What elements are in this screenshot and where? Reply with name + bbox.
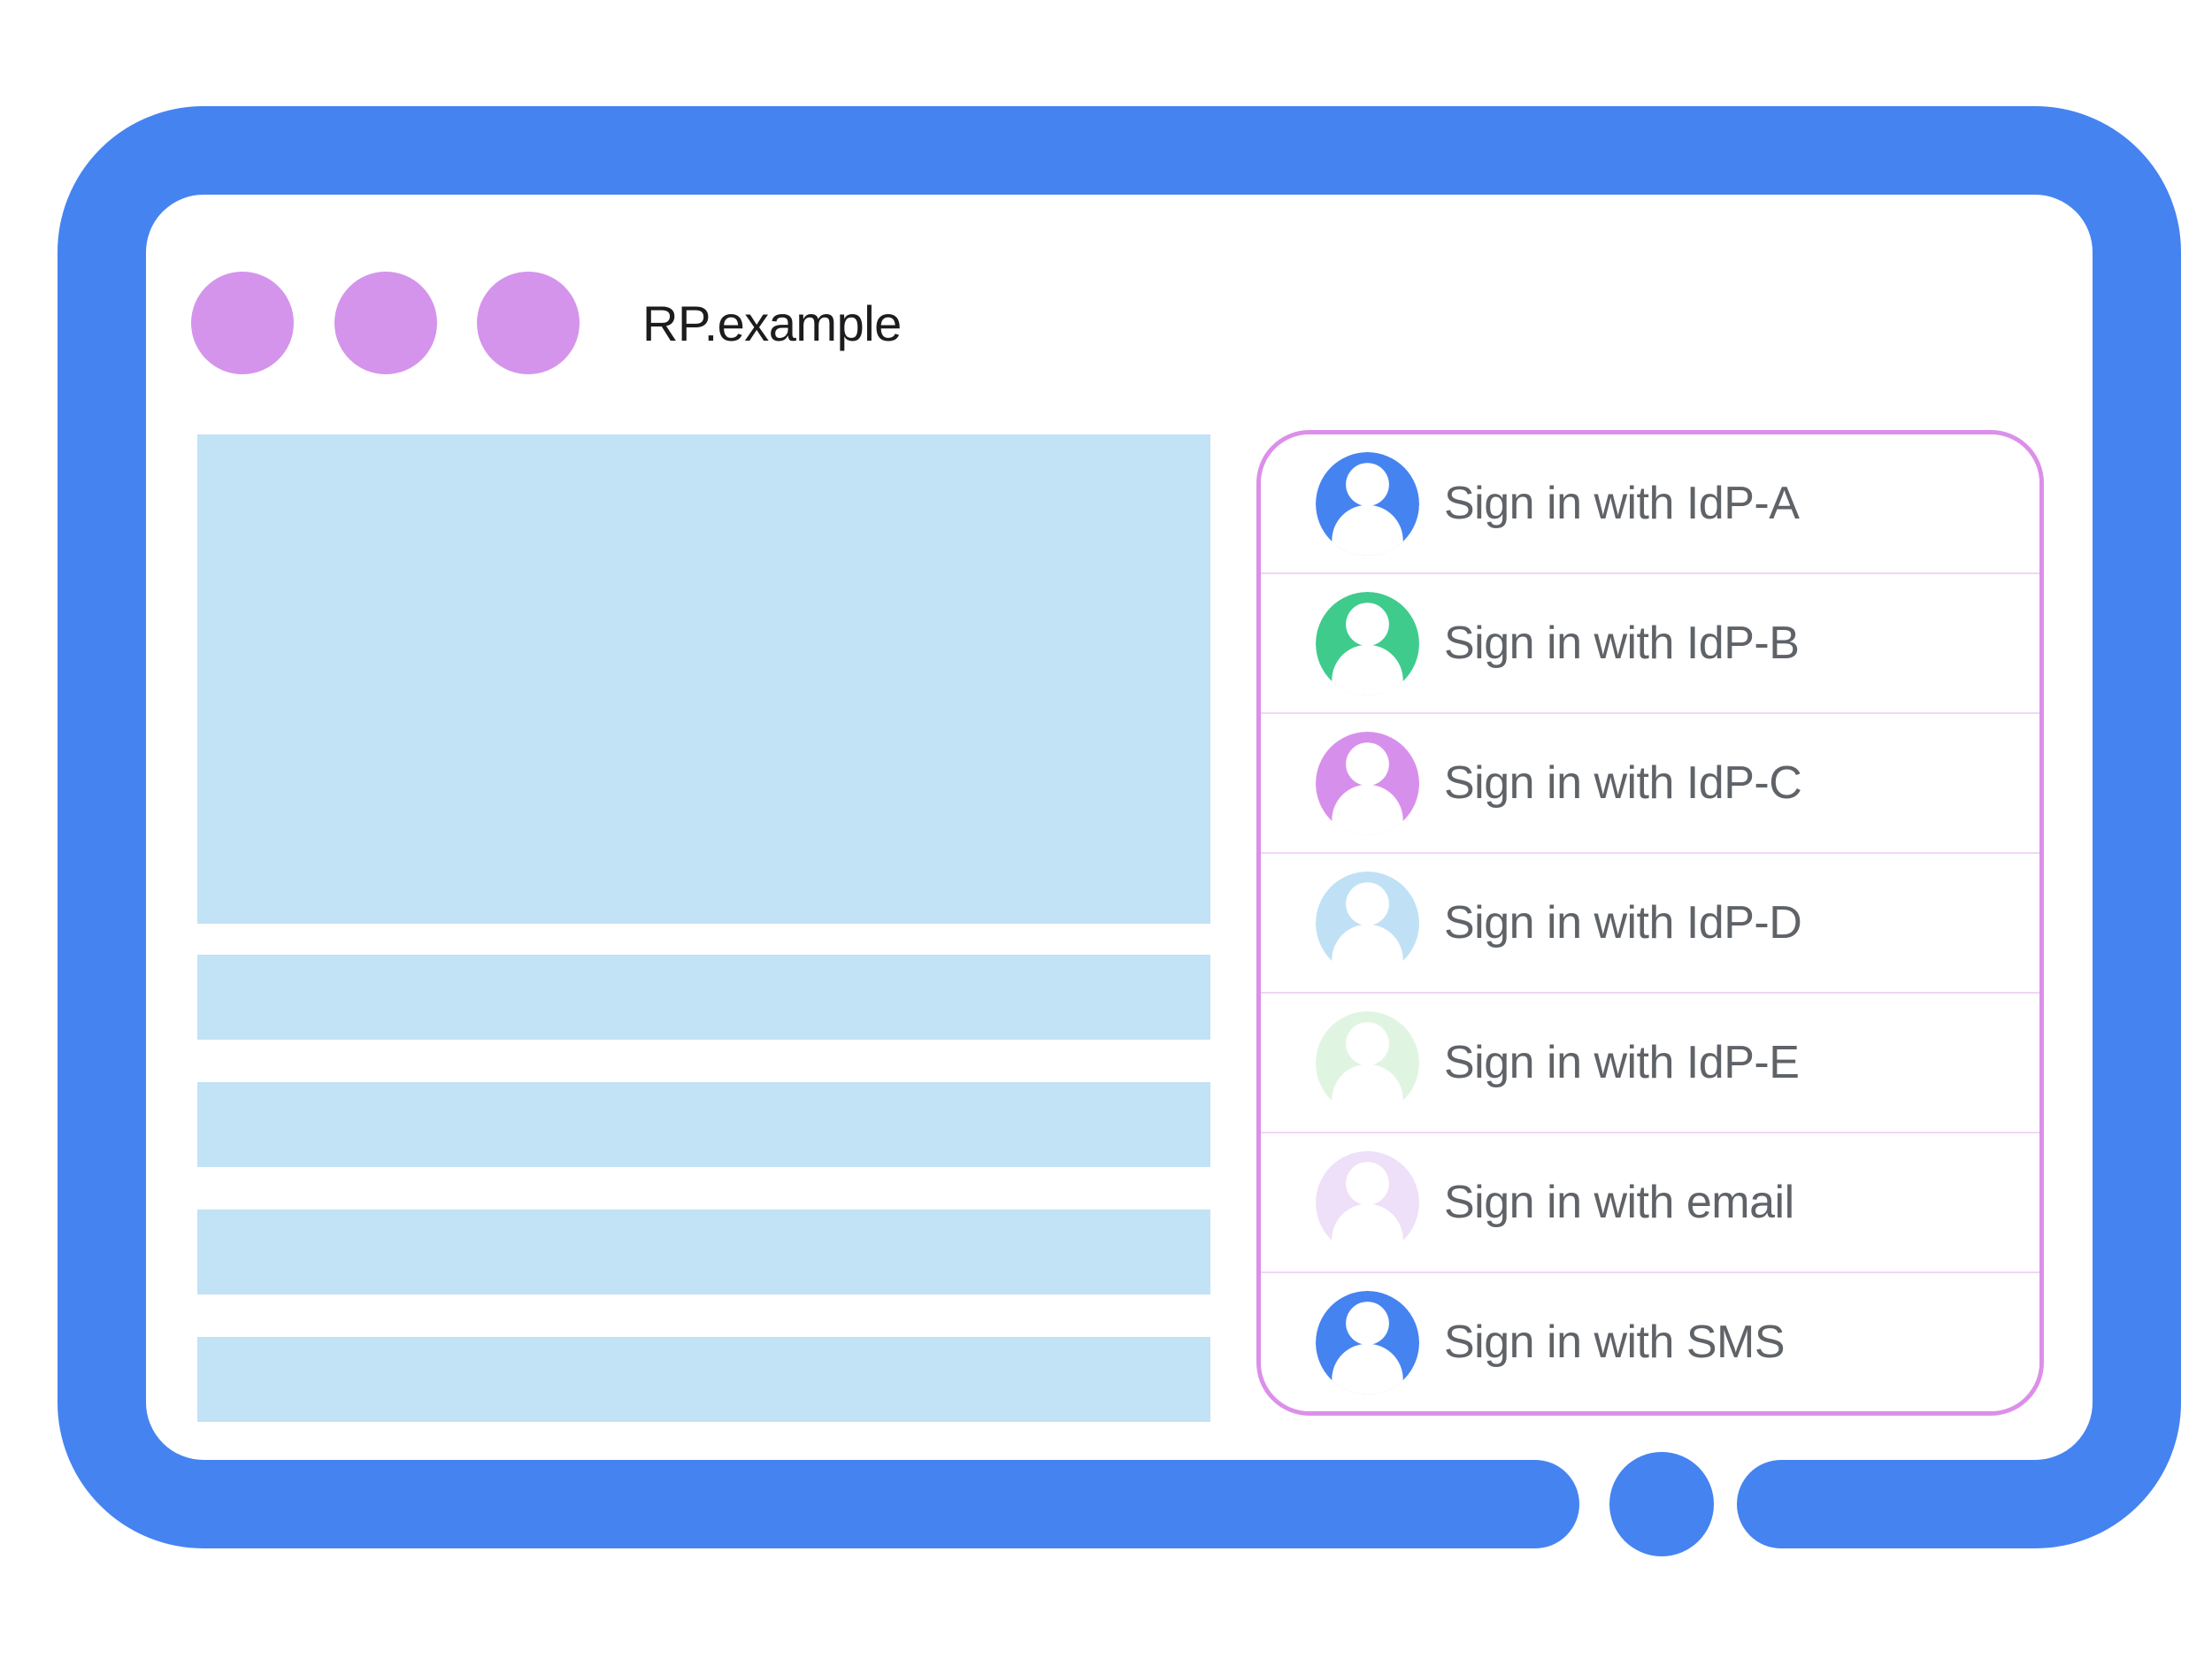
content-placeholder-line xyxy=(197,1337,1210,1422)
signin-option-label: Sign in with IdP-A xyxy=(1444,478,1800,529)
signin-option-idp-e[interactable]: Sign in with IdP-E xyxy=(1261,994,2039,1133)
signin-option-label: Sign in with IdP-E xyxy=(1444,1037,1800,1088)
user-avatar-icon xyxy=(1316,1150,1419,1255)
signin-panel: Sign in with IdP-A Sign in with IdP-B xyxy=(1256,430,2044,1416)
signin-option-label: Sign in with IdP-B xyxy=(1444,618,1800,669)
content-placeholder-line xyxy=(197,955,1210,1040)
signin-option-label: Sign in with IdP-C xyxy=(1444,757,1802,809)
user-avatar-icon xyxy=(1316,871,1419,975)
frame-bottom-right-cap xyxy=(1737,1460,1883,1548)
signin-option-label: Sign in with email xyxy=(1444,1177,1794,1228)
signin-option-sms[interactable]: Sign in with SMS xyxy=(1261,1273,2039,1411)
frame-bottom-left-cap xyxy=(1433,1460,1579,1548)
user-avatar-icon xyxy=(1316,1290,1419,1394)
content-placeholder-hero xyxy=(197,434,1210,924)
site-title: RP.example xyxy=(642,295,902,351)
window-control-dot xyxy=(334,272,437,374)
signin-option-idp-a[interactable]: Sign in with IdP-A xyxy=(1261,434,2039,574)
signin-option-idp-c[interactable]: Sign in with IdP-C xyxy=(1261,714,2039,854)
window-control-dot xyxy=(477,272,580,374)
user-avatar-icon xyxy=(1316,591,1419,695)
user-avatar-icon xyxy=(1316,731,1419,835)
signin-option-label: Sign in with IdP-D xyxy=(1444,897,1802,949)
content-placeholder-line xyxy=(197,1082,1210,1167)
signin-option-label: Sign in with SMS xyxy=(1444,1317,1786,1368)
signin-option-idp-b[interactable]: Sign in with IdP-B xyxy=(1261,574,2039,714)
window-control-dot xyxy=(191,272,294,374)
content-placeholder-line xyxy=(197,1210,1210,1294)
signin-option-idp-d[interactable]: Sign in with IdP-D xyxy=(1261,854,2039,994)
home-button-dot xyxy=(1609,1452,1714,1556)
user-avatar-icon xyxy=(1316,1010,1419,1115)
user-avatar-icon xyxy=(1316,451,1419,556)
signin-option-email[interactable]: Sign in with email xyxy=(1261,1133,2039,1273)
